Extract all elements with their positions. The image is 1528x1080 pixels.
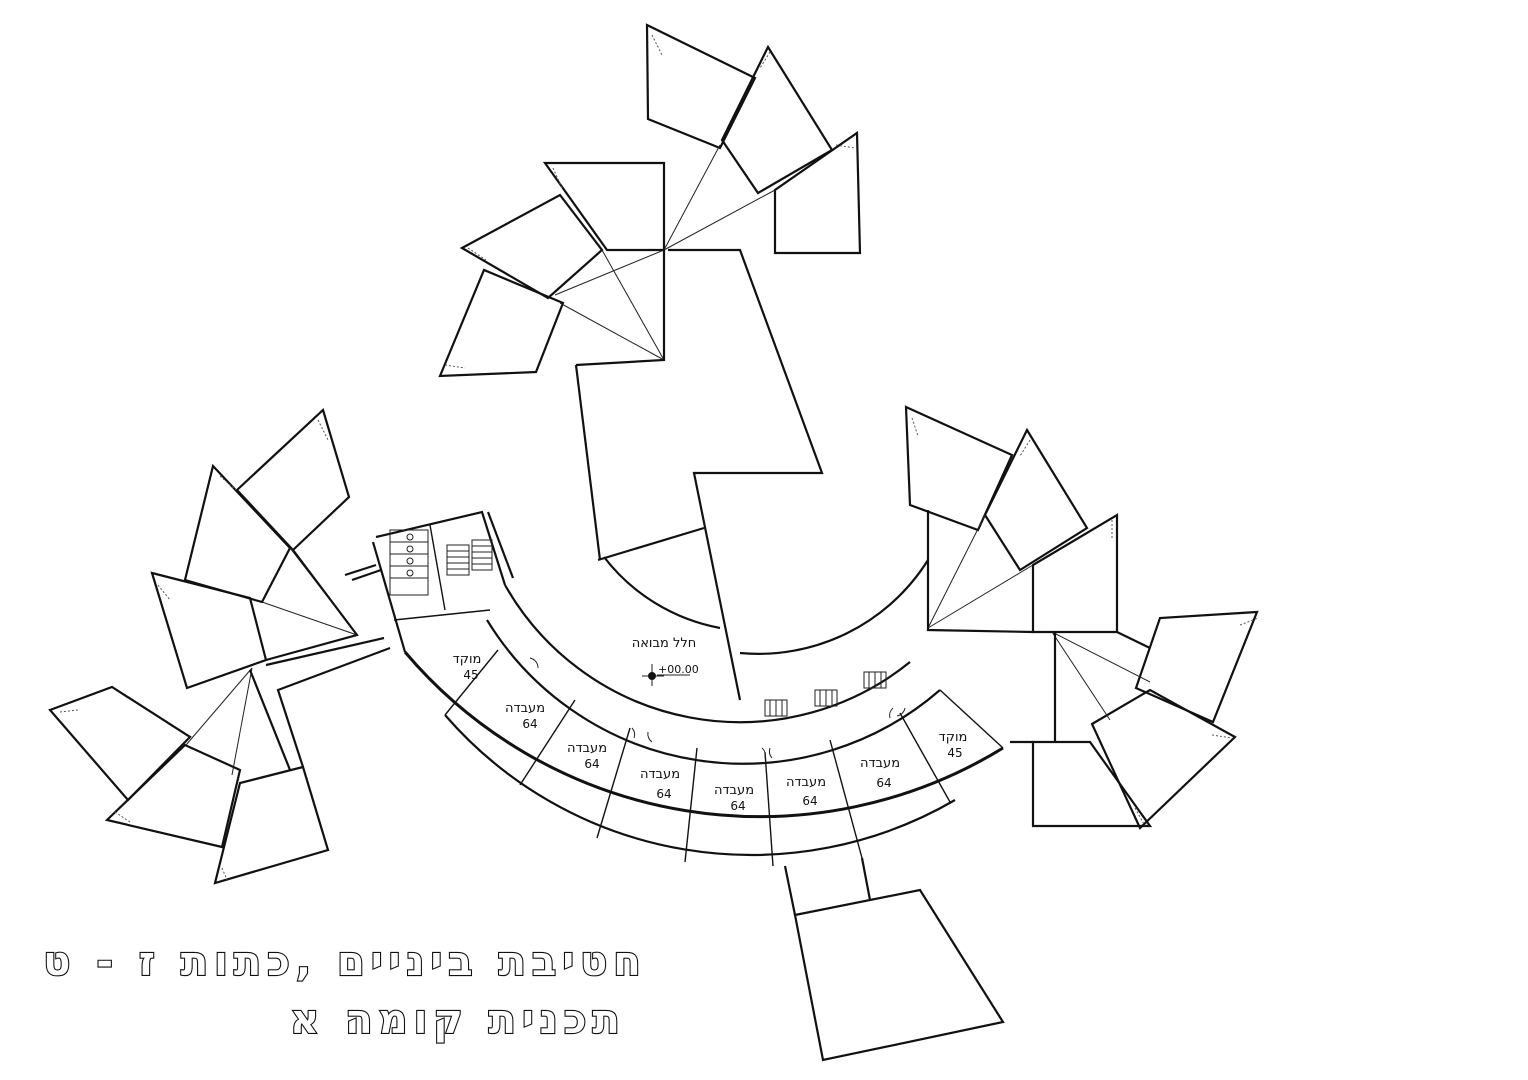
room-label: מוקד: [453, 652, 482, 667]
main-arc-building: [371, 510, 1004, 867]
room-label: מוקד: [939, 730, 968, 745]
right-wing: [904, 405, 1259, 830]
drawing-subtitle: תכנית קומה א: [290, 997, 626, 1043]
room-label: מעבדה: [860, 756, 900, 771]
room-area: 64: [876, 776, 891, 790]
room-area: 45: [463, 668, 478, 682]
elevation-label: +00.00: [658, 663, 699, 676]
room-area: 64: [584, 757, 599, 771]
room-area: 64: [656, 787, 671, 801]
room-labels: מוקד 45 מעבדה 64 מעבדה 64 מעבדה 64 מעבדה…: [453, 652, 968, 813]
room-area: 45: [947, 746, 962, 760]
lobby-label: חלל מבואה: [632, 636, 696, 651]
bottom-wing: [783, 857, 1005, 1062]
room-label: מעבדה: [714, 783, 754, 798]
room-label: מעבדה: [505, 701, 545, 716]
room-area: 64: [730, 799, 745, 813]
left-wing: [48, 407, 391, 885]
room-label: מעבדה: [567, 741, 607, 756]
top-wing: [438, 23, 862, 701]
room-area: 64: [802, 794, 817, 808]
room-label: מעבדה: [786, 775, 826, 790]
drawing-title: חטיבת ביניים ,כתות ז - ט: [43, 939, 647, 985]
room-area: 64: [522, 717, 537, 731]
room-label: מעבדה: [640, 767, 680, 782]
